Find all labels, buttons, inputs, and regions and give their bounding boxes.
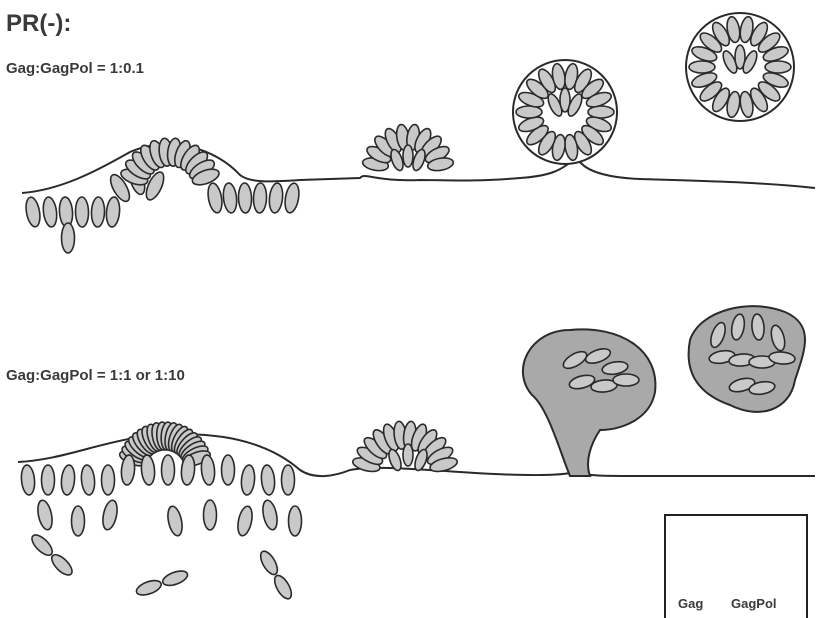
gag-molecule — [60, 464, 76, 495]
gag-molecule — [236, 505, 255, 537]
gag-molecule — [91, 197, 105, 227]
gag-molecule — [20, 464, 36, 495]
gag-molecule — [135, 578, 164, 598]
diagram-title: PR(-): — [6, 10, 71, 38]
ratio-label-top: Gag:GagPol = 1:0.1 — [6, 60, 144, 77]
gag-molecule — [403, 145, 413, 167]
gag-molecule — [257, 549, 280, 578]
gag-molecule — [289, 506, 302, 536]
gag-molecule — [403, 444, 413, 466]
gag-molecule — [166, 505, 185, 537]
gag-molecule — [689, 61, 715, 73]
gag-molecule — [101, 499, 120, 531]
gag-molecule — [42, 196, 59, 227]
gag-molecule — [253, 183, 267, 213]
gag-molecule — [765, 61, 791, 73]
gag-molecule — [24, 196, 42, 228]
gag-molecule — [222, 455, 235, 485]
gag-molecule — [222, 182, 238, 213]
gag-molecule — [36, 499, 55, 531]
gag-molecule — [271, 573, 294, 602]
gag-molecule — [72, 506, 85, 536]
gag-molecule — [283, 182, 301, 214]
gag-molecule — [240, 464, 256, 495]
budding-particle-envelope — [523, 329, 656, 476]
gag-molecule — [48, 551, 75, 578]
legend-gagpol-label: GagPol — [731, 596, 777, 611]
gag-molecule — [588, 106, 614, 118]
gag-molecule — [161, 568, 190, 588]
gag-molecule — [516, 106, 542, 118]
gag-molecule — [206, 182, 224, 214]
gag-molecule — [162, 455, 175, 485]
gag-molecule — [268, 182, 284, 213]
gag-molecule — [613, 374, 639, 386]
gag-molecule — [200, 454, 216, 485]
gag-molecule — [29, 532, 56, 559]
gag-molecule — [105, 196, 121, 227]
gag-molecule — [261, 499, 280, 531]
gag-molecule — [42, 465, 55, 495]
gag-molecule — [75, 197, 89, 227]
membrane-lines — [18, 144, 815, 476]
legend-gag-label: Gag — [678, 596, 703, 611]
ratio-label-bottom: Gag:GagPol = 1:1 or 1:10 — [6, 367, 185, 384]
gag-molecule — [204, 500, 217, 530]
gag-molecule — [80, 464, 96, 495]
gag-molecule — [102, 465, 115, 495]
gag-molecule — [282, 465, 295, 495]
gag-molecule — [260, 464, 276, 495]
gag-molecule — [238, 183, 252, 213]
gag-molecule — [140, 454, 156, 485]
gag-molecule — [62, 223, 75, 253]
